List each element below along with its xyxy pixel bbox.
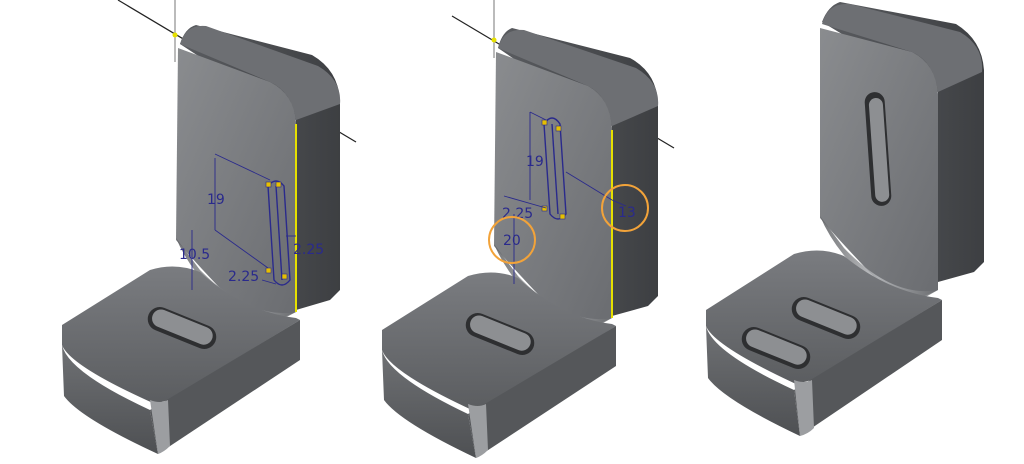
dim-slot-width-bottom: 2.25: [228, 269, 259, 285]
dim-offset-from-edge: 13: [618, 205, 636, 221]
sketch-points: [541, 119, 566, 220]
base-corner-fillet: [794, 380, 814, 436]
base-corner-fillet: [150, 400, 170, 454]
sketch-slot: [267, 180, 291, 286]
upright-front-face: [176, 48, 296, 328]
axis-point: [491, 37, 497, 43]
base-front-face: [382, 350, 476, 458]
dim-slot-offset-vertical: 10.5: [179, 247, 210, 263]
view-1-bracket: 19 10.5 2.25 2.25: [62, 0, 357, 454]
dimension-lines-view-2: [503, 111, 627, 284]
dim-slot-width-right: 2.25: [293, 242, 324, 258]
dim-slot-length: 19: [207, 192, 225, 208]
base-slot: [147, 307, 217, 349]
sketch-points: [265, 181, 288, 280]
axis-point: [172, 32, 178, 38]
dimension-lines-view-1: [191, 153, 296, 290]
dim-slot-length: 19: [526, 154, 544, 170]
upright-top-cap: [822, 3, 983, 93]
base-right-face: [794, 300, 942, 436]
base-front-face: [62, 345, 158, 454]
dim-slot-width: 2.25: [502, 206, 533, 222]
upright-top-cap: [180, 25, 341, 120]
base-slot-front: [741, 327, 811, 369]
base-corner-fillet: [468, 404, 488, 458]
callout-circle-height: [488, 216, 536, 264]
dim-height-from-base: 20: [503, 233, 521, 249]
base-right-face: [468, 326, 616, 458]
base-slot-rear: [791, 297, 861, 339]
callout-circle-offset: [601, 184, 649, 232]
sketch-slot: [543, 117, 567, 220]
view-2-bracket: 19 2.25 20 13: [382, 0, 675, 458]
view-3-bracket: [706, 2, 984, 436]
upright-slot: [864, 92, 892, 206]
base-right-face: [150, 320, 300, 454]
base-slot: [465, 313, 535, 355]
upright-front-face: [494, 52, 612, 334]
upright-top-cap: [498, 29, 659, 126]
base-front-face: [706, 326, 800, 436]
